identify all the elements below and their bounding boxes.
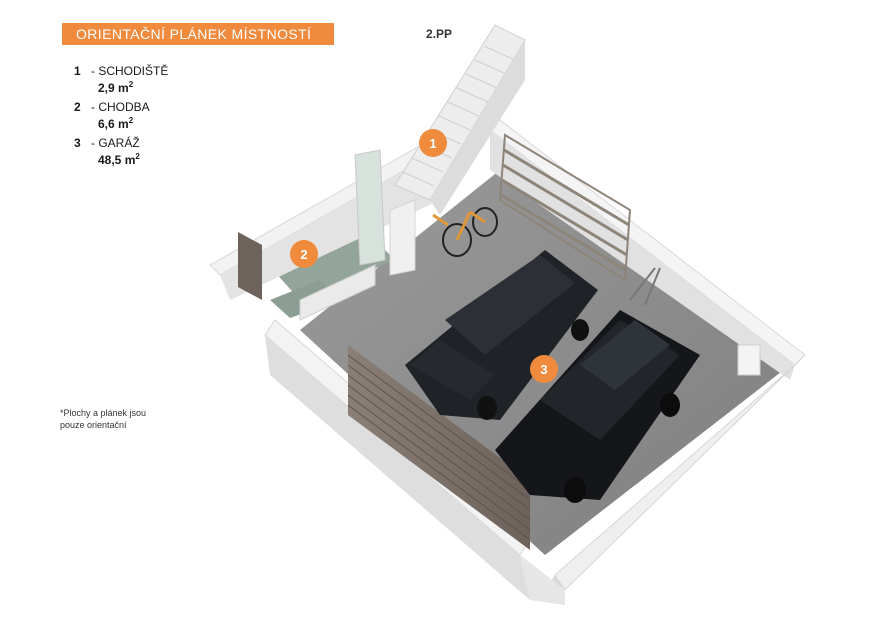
legend-room-name: - SCHODIŠTĚ — [91, 64, 169, 78]
corridor-partition — [299, 264, 376, 321]
legend-room-name: - GARÁŽ — [91, 136, 140, 150]
legend-room-area: 6,6 m2 — [98, 116, 134, 131]
garage-door — [347, 345, 531, 550]
svg-text:1: 1 — [429, 136, 436, 151]
disclaimer-note: *Plochy a plánek jsou pouze orientační — [60, 408, 147, 430]
floor-label: 2.PP — [426, 27, 453, 41]
page-title: ORIENTAČNÍ PLÁNEK MÍSTNOSTÍ — [76, 26, 312, 42]
left-wall-face — [265, 335, 530, 600]
front-corner — [520, 555, 565, 605]
legend-room-area: 2,9 m2 — [98, 80, 134, 95]
glass-door — [354, 149, 386, 266]
legend-item-2: 2 - CHODBA 6,6 m2 — [74, 100, 194, 136]
bicycle — [432, 207, 498, 257]
room-legend: 1 - SCHODIŠTĚ 2,9 m2 2 - CHODBA 6,6 m2 3… — [74, 64, 194, 172]
room-marker-2: 2 — [290, 240, 318, 268]
entrance-door — [238, 232, 262, 300]
back-wall-left-face — [220, 150, 440, 300]
legend-room-name: - CHODBA — [91, 100, 150, 114]
back-wall-right-face — [490, 130, 795, 380]
room-marker-1: 1 — [419, 129, 447, 157]
legend-number: 1 — [74, 64, 81, 78]
ladder — [629, 267, 661, 306]
legend-item-1: 1 - SCHODIŠTĚ 2,9 m2 — [74, 64, 194, 100]
legend-room-area: 48,5 m2 — [98, 152, 140, 167]
staircase — [394, 24, 526, 215]
legend-number: 2 — [74, 100, 81, 114]
header-bar: ORIENTAČNÍ PLÁNEK MÍSTNOSTÍ — [62, 23, 334, 45]
legend-item-3: 3 - GARÁŽ 48,5 m2 — [74, 136, 194, 172]
shelving-unit — [498, 133, 632, 282]
car-2 — [495, 310, 700, 503]
room-marker-3: 3 — [530, 355, 558, 383]
svg-text:3: 3 — [540, 362, 547, 377]
svg-text:2: 2 — [300, 247, 307, 262]
legend-number: 3 — [74, 136, 81, 150]
car-1 — [405, 250, 598, 420]
stair-pillar — [389, 199, 416, 276]
wall-box — [737, 344, 761, 376]
